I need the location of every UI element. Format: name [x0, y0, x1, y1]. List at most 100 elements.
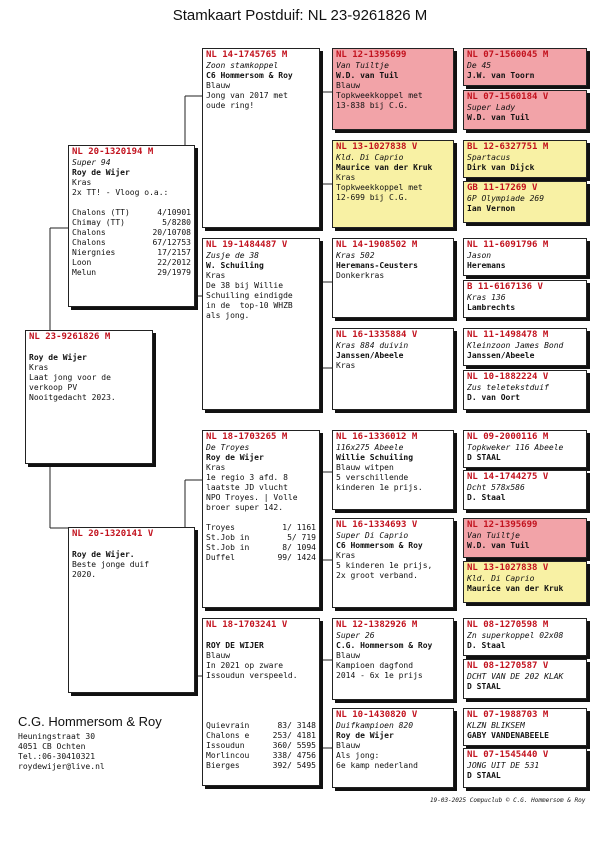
- pigeon-card-ff: NL 14-1745765 M Zoon stamkoppel C6 Homme…: [202, 48, 320, 228]
- note-line: 2x groot verband.: [336, 571, 418, 580]
- note-line: Blauw witpen: [336, 463, 394, 472]
- pigeon-card-ffm: NL 13-1027838 V Kld. Di Caprio Maurice v…: [332, 140, 454, 228]
- pigeon-name: Kras 136: [467, 293, 506, 302]
- note-line: Beste jonge duif: [72, 560, 150, 569]
- breeder-phone: Tel.:06-30410321: [18, 752, 96, 761]
- owner-name: D STAAL: [467, 682, 501, 691]
- owner-name: Roy de Wijer: [72, 168, 130, 177]
- note-line: als jong.: [206, 311, 250, 320]
- pigeon-name: De Troyes: [206, 443, 250, 452]
- pigeon-name: Spartacus: [467, 153, 511, 162]
- pigeon-card-mmf: NL 12-1382926 M Super 26 C.G. Hommersom …: [332, 618, 454, 700]
- pigeon-name: Topkweker 116 Abeele: [467, 443, 564, 452]
- pigeon-name: Super 94: [72, 158, 111, 167]
- result-row: Chalons (TT)4/10901: [72, 208, 191, 217]
- ring-number: NL 10-1430820 V: [336, 710, 418, 720]
- pigeon-card-g13: NL 08-1270598 M Zn superkoppel 02x08 D. …: [463, 618, 587, 656]
- ring-number: B 11-6167136 V: [467, 282, 543, 292]
- ring-number: NL 07-1560184 V: [467, 92, 549, 102]
- spacer: [206, 631, 316, 641]
- note-line: verkoop PV: [29, 383, 78, 392]
- note-line: Kras: [336, 173, 356, 182]
- note-line: Topkweekkoppel met: [336, 91, 423, 100]
- pigeon-name: Kleinzoon James Bond: [467, 341, 564, 350]
- ring-number: NL 16-1335884 V: [336, 330, 418, 340]
- owner-name: Roy de Wijer.: [72, 550, 135, 559]
- note-line: Kras: [336, 361, 356, 370]
- note-line: broer super 142.: [206, 503, 284, 512]
- pigeon-card-g9: NL 09-2000116 M Topkweker 116 Abeele D S…: [463, 430, 587, 468]
- owner-name: Maurice van der Kruk: [336, 163, 433, 172]
- pigeon-name: Duifkampioen 820: [336, 721, 414, 730]
- ring-number: NL 07-1545440 V: [467, 750, 549, 760]
- pigeon-name: JONG UIT DE 531: [467, 761, 540, 770]
- pigeon-card-g6: B 11-6167136 V Kras 136 Lambrechts: [463, 280, 587, 318]
- pigeon-card-fff: NL 12-1395699 Van Tuiltje W.D. van Tuil …: [332, 48, 454, 130]
- pigeon-name: Van Tuiltje: [467, 531, 520, 540]
- note-line: Kras: [336, 551, 356, 560]
- footer-credit: 19-03-2025 Compuclub © C.G. Hommersom & …: [430, 797, 586, 804]
- note-line: 12-699 bij C.G.: [336, 193, 409, 202]
- spacer: [29, 343, 149, 353]
- pigeon-name: 116x275 Abeele: [336, 443, 404, 452]
- ring-number: NL 18-1703241 V: [206, 620, 288, 630]
- ring-number: NL 14-1744275 V: [467, 472, 549, 482]
- breeder-info: C.G. Hommersom & Roy Heuningstraat 30 40…: [18, 714, 162, 772]
- note-line: 2x TT! - Vloog o.a.:: [72, 188, 169, 197]
- note-line: Laat jong voor de: [29, 373, 111, 382]
- pigeon-card-mmm: NL 10-1430820 V Duifkampioen 820 Roy de …: [332, 708, 454, 788]
- note-line: Blauw: [206, 81, 231, 90]
- ring-number: NL 11-1498478 M: [467, 330, 549, 340]
- owner-name: J.W. van Toorn: [467, 71, 535, 80]
- owner-name: C6 Hommersom & Roy: [206, 71, 293, 80]
- owner-name: Heremans-Ceusters: [336, 261, 418, 270]
- note-line: Topkweekkoppel met: [336, 183, 423, 192]
- ring-number: NL 18-1703265 M: [206, 432, 288, 442]
- spacer: [206, 701, 316, 711]
- owner-name: GABY VANDENABEELE: [467, 731, 549, 740]
- breeder-name: C.G. Hommersom & Roy: [18, 714, 162, 729]
- spacer: [206, 711, 316, 721]
- owner-name: Maurice van der Kruk: [467, 584, 564, 593]
- owner-name: W.D. van Tuil: [336, 71, 399, 80]
- owner-name: W.D. van Tuil: [467, 113, 530, 122]
- pigeon-card-g3: BL 12-6327751 M Spartacus Dirk van Dijck: [463, 140, 587, 178]
- ring-number: NL 08-1270587 V: [467, 661, 549, 671]
- pigeon-name: DCHT VAN DE 202 KLAK: [467, 672, 564, 681]
- page-title: Stamkaart Postduif: NL 23-9261826 M: [172, 7, 428, 24]
- pigeon-name: Van Tuiltje: [336, 61, 389, 70]
- owner-name: W.D. van Tuil: [467, 541, 530, 550]
- pigeon-name: 6P Olympiade 269: [467, 194, 545, 203]
- owner-name: D STAAL: [467, 453, 501, 462]
- pigeon-name: Jason: [467, 251, 492, 260]
- note-line: oude ring!: [206, 101, 255, 110]
- ring-number: NL 09-2000116 M: [467, 432, 549, 442]
- note-line: Nooitgedacht 2023.: [29, 393, 116, 402]
- spacer: [72, 540, 191, 550]
- pigeon-card-g8: NL 10-1882224 V Zus teletekstduif D. van…: [463, 370, 587, 410]
- note-line: 13-838 bij C.G.: [336, 101, 409, 110]
- note-line: 2020.: [72, 570, 97, 579]
- owner-name: Janssen/Abeele: [336, 351, 404, 360]
- owner-name: Roy de Wijer: [336, 731, 394, 740]
- pigeon-name: Dcht 578x586: [467, 483, 525, 492]
- pigeon-name: Kld. Di Caprio: [467, 574, 535, 583]
- pigeon-name: Zusje de 38: [206, 251, 259, 260]
- ring-number: NL 10-1882224 V: [467, 372, 549, 382]
- ring-number: NL 14-1908502 M: [336, 240, 418, 250]
- owner-name: ROY DE WIJER: [206, 641, 264, 650]
- pigeon-card-fmm: NL 16-1335884 V Kras 884 duivin Janssen/…: [332, 328, 454, 410]
- note-line: Donkerkras: [336, 271, 385, 280]
- pigeon-name: Zoon stamkoppel: [206, 61, 279, 70]
- breeder-address-street: Heuningstraat 30: [18, 732, 96, 741]
- note-line: 5 verschillende: [336, 473, 409, 482]
- pigeon-card-mfm: NL 16-1334693 V Super Di Caprio C6 Homme…: [332, 518, 454, 608]
- ring-number: NL 13-1027838 V: [336, 142, 418, 152]
